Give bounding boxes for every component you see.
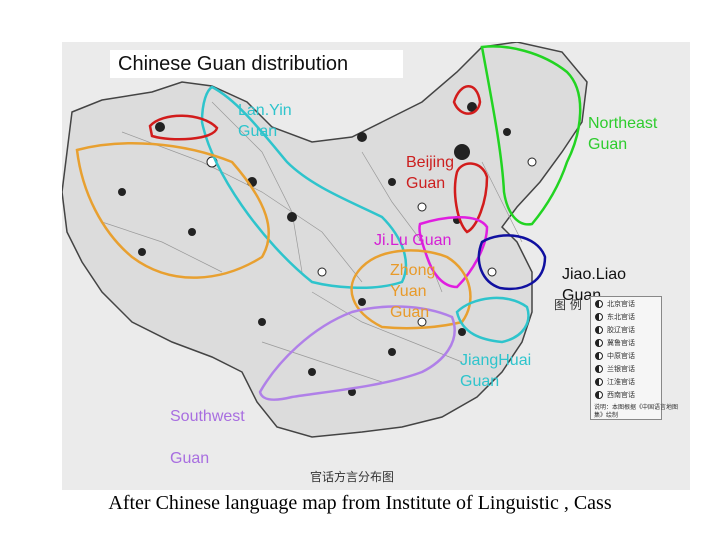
legend-row: 西南官话 (595, 389, 657, 401)
legend-label: 西南官话 (607, 391, 635, 399)
map-note: 说明：本图根据《中国语言地图集》绘制 (594, 404, 679, 419)
legend-label: 胶辽官话 (607, 326, 635, 334)
legend-label: 兰银官话 (607, 365, 635, 373)
jianghuai-outline (455, 296, 530, 344)
legend-label: 北京官话 (607, 300, 635, 308)
map-legend: 北京官话 东北官话 胶辽官话 冀鲁官话 中原官话 兰银官话 江淮官话 西南官话 (590, 296, 662, 420)
jilu-label: Ji.Lu Guan (374, 232, 452, 249)
map-heading: Chinese Guan distribution (110, 50, 403, 78)
legend-symbol-icon (595, 391, 603, 399)
caption: After Chinese language map from Institut… (108, 492, 612, 514)
southwest-label: Southwest Guan (170, 408, 245, 467)
xinjiang-red-outline (148, 114, 219, 141)
legend-row: 北京官话 (595, 298, 657, 310)
beijing-outline-top (452, 85, 482, 115)
legend-symbol-icon (595, 352, 603, 360)
jianghuai-label: JiangHuai Guan (460, 352, 532, 390)
legend-row: 兰银官话 (595, 363, 657, 375)
legend-label: 中原官话 (607, 352, 635, 360)
southwest-outline (258, 305, 456, 401)
legend-symbol-icon (595, 339, 603, 347)
legend-row: 东北官话 (595, 311, 657, 323)
china-outline (61, 41, 588, 438)
dialect-symbols (118, 102, 537, 396)
legend-symbol-icon (595, 313, 603, 321)
map-background (61, 41, 690, 490)
map-title-cn: 官话方言分布图 (310, 470, 395, 484)
lanyin-label: Lan.Yin Guan (238, 102, 292, 140)
legend-row: 冀鲁官话 (595, 337, 657, 349)
zhongyuan-label: Zhong Yuan Guan (390, 262, 436, 321)
legend-symbol-icon (595, 326, 603, 334)
jilu-outline (418, 216, 489, 289)
legend-row: 中原官话 (595, 350, 657, 362)
legend-symbol-icon (595, 300, 603, 308)
jiaoliao-outline (477, 234, 547, 291)
legend-heading: 图 例 (554, 298, 582, 312)
legend-symbol-icon (595, 365, 603, 373)
lanyin-outline (200, 85, 408, 290)
beijing-outline (453, 162, 489, 234)
northeast-label: Northeast Guan (588, 115, 658, 153)
china-map (61, 41, 588, 438)
legend-row: 江淮官话 (595, 376, 657, 388)
legend-label: 东北官话 (607, 313, 635, 321)
legend-row: 胶辽官话 (595, 324, 657, 336)
legend-label: 冀鲁官话 (607, 339, 635, 347)
northeast-outline (480, 45, 582, 226)
beijing-label: Beijing Guan (406, 154, 455, 192)
legend-label: 江淮官话 (607, 378, 635, 386)
legend-symbol-icon (595, 378, 603, 386)
zhongyuan-west-outline (75, 142, 270, 279)
